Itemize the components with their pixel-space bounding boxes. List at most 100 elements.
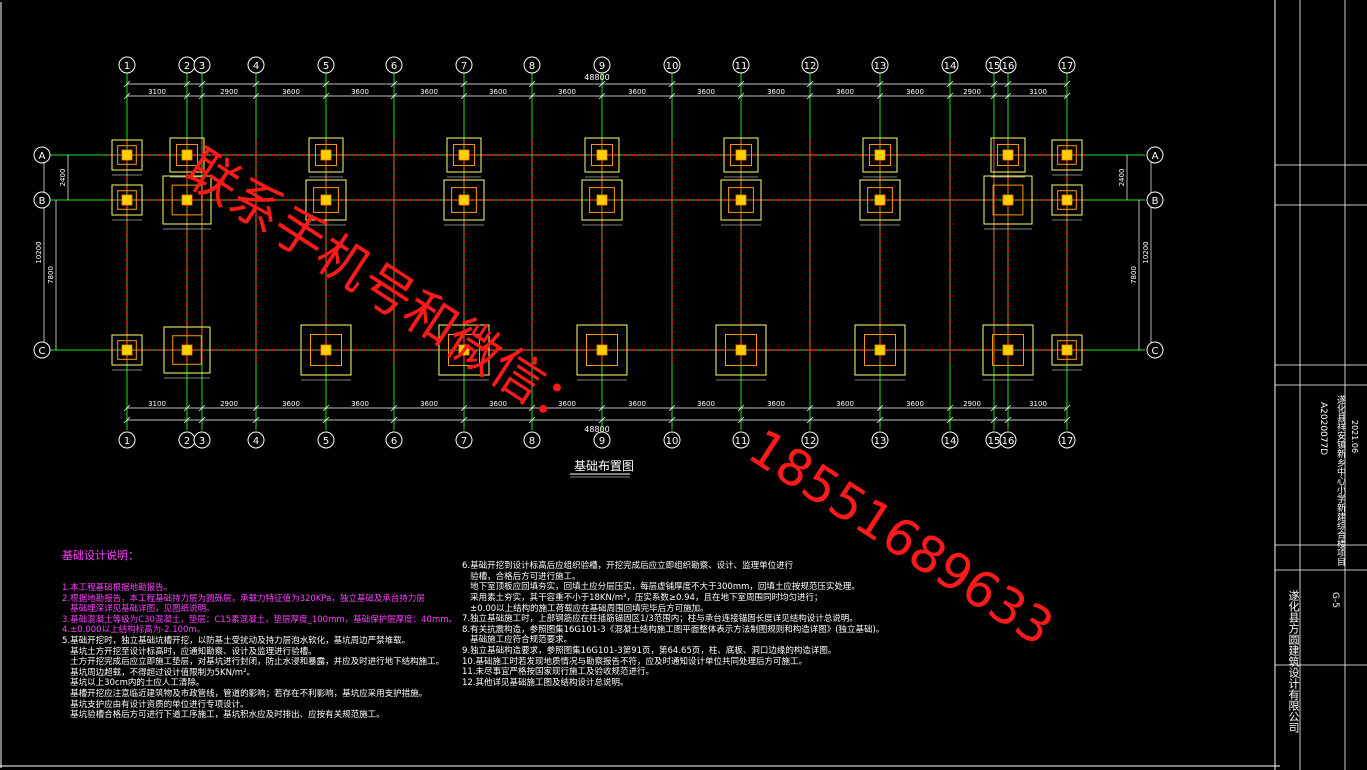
footing-B-6-column	[874, 194, 886, 206]
dim-bottom-4: 3600	[420, 400, 438, 408]
dim-total-bottom: 48800	[584, 425, 609, 434]
footing-C-8-inner	[1057, 340, 1077, 360]
note-right-line: 验槽，合格后方可进行施工。	[462, 571, 581, 582]
note-right-line: 11.未尽事宜严格按国家现行施工及验收规范进行。	[462, 667, 655, 678]
dim-tick	[876, 92, 884, 100]
axis-top-14: 14	[941, 56, 959, 74]
footing-A-4-inner	[590, 143, 614, 167]
note-right-line: 基础施工应符合规范要求。	[462, 635, 573, 646]
axis-bubbles: 1122334455667788991010111112121313141415…	[33, 56, 1164, 449]
footing-C-3-inner	[448, 334, 480, 366]
dim-tick	[990, 92, 998, 100]
axis-right-C: C	[1146, 341, 1164, 359]
axis-top-2-label: 2	[184, 61, 190, 72]
footing-C-6-outer	[854, 324, 906, 376]
dim-tick	[946, 80, 954, 88]
axis-bottom-11-label: 11	[735, 436, 748, 447]
footing-C-7-outer	[982, 324, 1034, 376]
footing-A-0-outer	[111, 139, 143, 171]
axis-right-C-label: C	[1152, 346, 1159, 357]
dim-tick	[528, 92, 536, 100]
footing-A-8-column	[1061, 149, 1073, 161]
dim-bottom-5: 3600	[489, 400, 507, 408]
dim-tick	[876, 404, 884, 412]
axis-top-13: 13	[871, 56, 889, 74]
dim-tick	[876, 80, 884, 88]
dim-tick	[598, 92, 606, 100]
axis-top-16: 16	[999, 56, 1017, 74]
dim-tick	[123, 416, 131, 424]
axis-right-B: B	[1146, 191, 1164, 209]
dim-tick	[1063, 80, 1071, 88]
axis-top-1: 1	[118, 56, 136, 74]
note-left-line: 1.本工程基础根据地勘报告。	[62, 582, 173, 593]
footing-A-4-outer	[584, 137, 620, 173]
dim-top-11: 3600	[906, 88, 924, 96]
note-right-line: 8.有关抗震构造，参照图集16G101-3《混凝土结构施工图平面整体表示方法制图…	[462, 624, 885, 635]
dim-tick	[737, 80, 745, 88]
dim-tick	[252, 404, 260, 412]
axis-bottom-9: 9	[593, 431, 611, 449]
dim-top-10: 3600	[836, 88, 854, 96]
axis-bottom-10-label: 10	[666, 436, 679, 447]
dim-top-4: 3600	[420, 88, 438, 96]
note-left-line: 土方开挖完成后应立即施工垫层，对基坑进行封闭，防止水浸和暴露，并应及时进行地下结…	[62, 657, 445, 668]
axis-bottom-3-circle	[193, 431, 211, 449]
axis-left-B-circle	[33, 191, 51, 209]
footing-A-6-column	[874, 149, 886, 161]
design-notes-left: 基础设计说明： 1.本工程基础根据地勘报告。2.根据地勘报告，本工程基础持力层为…	[62, 530, 457, 731]
title-block-company: 遂化县方圆建筑设计有限公司	[1287, 590, 1300, 733]
axis-top-4-circle	[247, 56, 265, 74]
dim-tick	[460, 416, 468, 424]
footing-B-8-outer	[1051, 184, 1083, 216]
axis-top-10: 10	[663, 56, 681, 74]
footing-A-3-outer	[446, 137, 482, 173]
footing-A-8-inner	[1057, 145, 1077, 165]
footing-A-0-column	[121, 149, 133, 161]
axis-left-A-circle	[33, 146, 51, 164]
footing-B-2-column	[320, 194, 332, 206]
dim-tick	[252, 416, 260, 424]
dim-top-7: 3600	[628, 88, 646, 96]
dim-tick	[668, 416, 676, 424]
axis-bottom-1-circle	[118, 431, 136, 449]
note-right-line: 12.其他详见基础施工图及结构设计总说明。	[462, 677, 629, 688]
axis-left-C: C	[33, 341, 51, 359]
note-right-line: 9.独立基础构造要求，参照图集16G101-3第91页，第64.65页，柱、底板…	[462, 645, 837, 656]
dim-tick	[668, 92, 676, 100]
axis-top-15-label: 15	[988, 61, 1001, 72]
axis-bottom-8-label: 8	[529, 436, 535, 447]
axis-top-6: 6	[385, 56, 403, 74]
dim-top-12: 2900	[963, 88, 981, 96]
footing-C-4-column	[596, 344, 608, 356]
dim-tick	[198, 92, 206, 100]
dim-left-0: 2400	[59, 169, 67, 187]
dim-top-2: 3600	[282, 88, 300, 96]
footing-C-5-inner	[725, 334, 757, 366]
footing-A-7-inner	[996, 143, 1020, 167]
footing-A-3-column	[458, 149, 470, 161]
note-left-line: 2.根据地勘报告，本工程基础持力层为圆砾层，承载力特征值为320KPa，独立基础…	[62, 593, 425, 604]
axis-top-12-label: 12	[804, 61, 817, 72]
footing-B-1-outer	[162, 175, 212, 225]
axis-top-3: 3	[193, 56, 211, 74]
axis-bottom-12: 12	[801, 431, 819, 449]
dim-tick	[946, 92, 954, 100]
note-left-line: 5.基础开挖时，独立基础坑槽开挖，以防基土受扰动及持力层泡水软化，基坑周边严禁堆…	[62, 635, 411, 646]
axis-bottom-7: 7	[455, 431, 473, 449]
dim-bottom-8: 3600	[697, 400, 715, 408]
footing-B-3-outer	[443, 179, 485, 221]
axis-bottom-13: 13	[871, 431, 889, 449]
dim-tick	[1004, 404, 1012, 412]
axis-bottom-14: 14	[941, 431, 959, 449]
design-notes-left-lines: 1.本工程基础根据地勘报告。2.根据地勘报告，本工程基础持力层为圆砾层，承载力特…	[62, 583, 457, 721]
footing-B-5-outer	[720, 179, 762, 221]
dim-tick	[460, 92, 468, 100]
dim-left-1: 7800	[47, 266, 55, 284]
footing-B-0-column	[121, 194, 133, 206]
footing-B-2-outer	[305, 179, 347, 221]
axis-top-5-circle	[317, 56, 335, 74]
dim-right-2: 10200	[1142, 241, 1150, 263]
axis-top-8: 8	[523, 56, 541, 74]
